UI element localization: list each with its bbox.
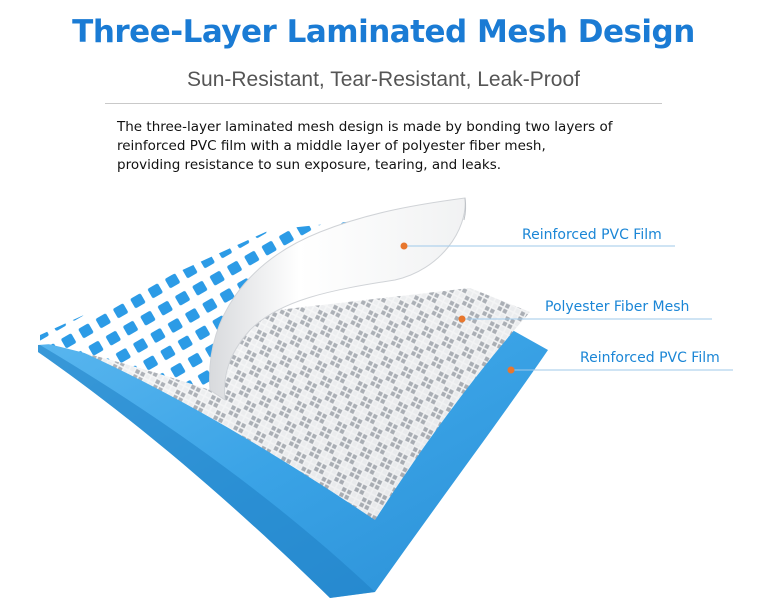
page-title: Three-Layer Laminated Mesh Design xyxy=(72,14,695,50)
label-top-pvc-film: Reinforced PVC Film xyxy=(522,227,662,243)
description: The three-layer laminated mesh design is… xyxy=(117,118,677,175)
top-pvc-film-curl xyxy=(209,197,466,402)
label-bottom-pvc-film: Reinforced PVC Film xyxy=(580,350,720,366)
marker-dot xyxy=(458,315,466,323)
divider xyxy=(105,103,662,104)
description-line: reinforced PVC film with a middle layer … xyxy=(117,138,546,154)
page-subtitle: Sun-Resistant, Tear-Resistant, Leak-Proo… xyxy=(187,68,580,91)
marker-dot xyxy=(507,366,515,374)
marker-dot xyxy=(400,242,408,250)
description-line: providing resistance to sun exposure, te… xyxy=(117,157,502,173)
description-line: The three-layer laminated mesh design is… xyxy=(117,119,613,135)
label-polyester-mesh: Polyester Fiber Mesh xyxy=(545,299,690,315)
